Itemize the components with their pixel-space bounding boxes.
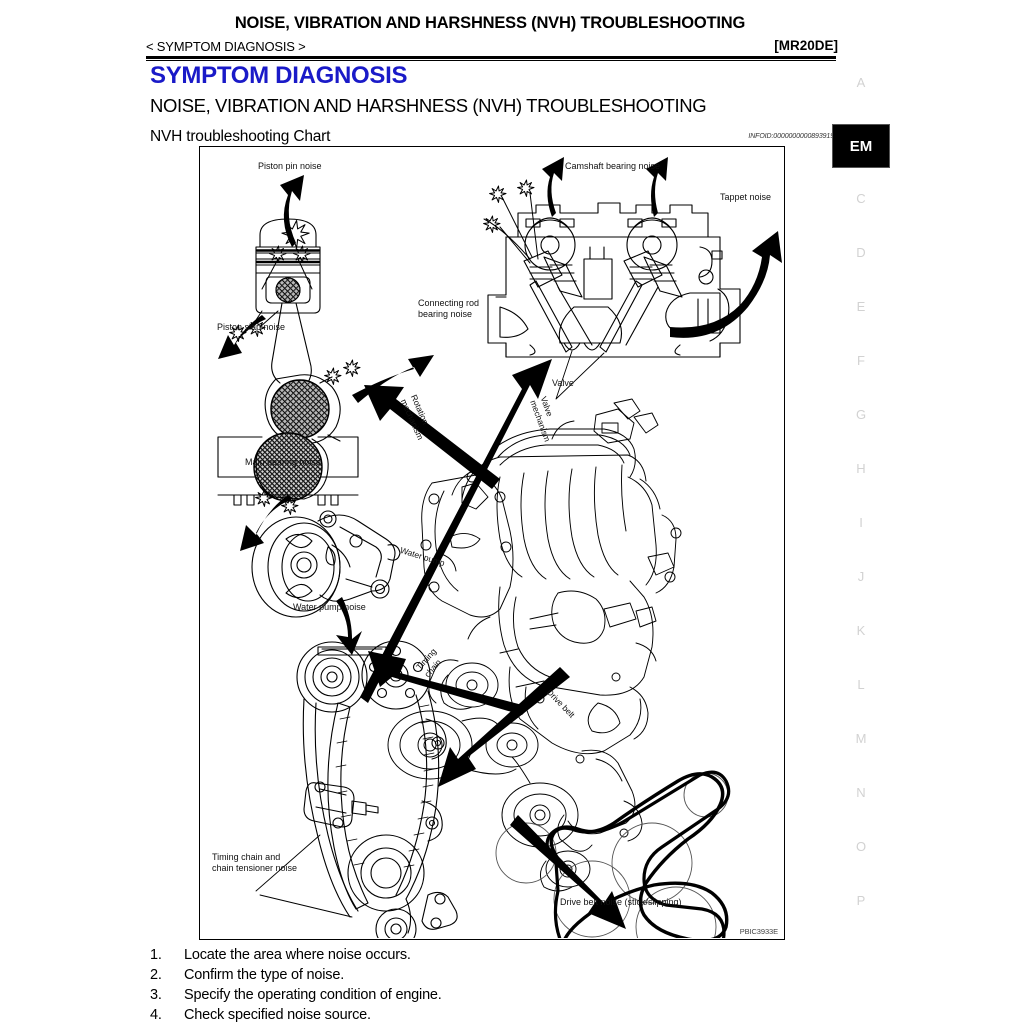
callout-valve: Valve: [552, 378, 574, 388]
procedure-step-list: 1. Locate the area where noise occurs. 2. C…: [150, 945, 750, 1024]
index-tab-label: J: [857, 568, 865, 584]
section-heading: SYMPTOM DIAGNOSIS: [150, 62, 408, 89]
index-tab-f[interactable]: F: [832, 348, 890, 372]
callout-water-pump-noise: Water pump noise: [293, 602, 366, 612]
procedure-step-text: Confirm the type of noise.: [184, 967, 345, 983]
header-rule-thick: [146, 56, 836, 59]
index-tab-label: O: [855, 838, 867, 854]
index-tab-l[interactable]: L: [832, 672, 890, 696]
figure-code-label: PBIC3933E: [739, 927, 778, 936]
index-tab-label: K: [856, 622, 866, 638]
index-tab-p[interactable]: P: [832, 888, 890, 912]
subsection-title: NVH troubleshooting Chart: [150, 128, 331, 145]
index-tab-label: F: [857, 352, 865, 368]
callout-arrows: [218, 157, 782, 929]
procedure-step-number: 1.: [150, 947, 162, 963]
index-tab-k[interactable]: K: [832, 618, 890, 642]
index-tab-c[interactable]: C: [832, 186, 890, 210]
header-rule-thin: [146, 60, 836, 61]
index-tab-a[interactable]: A: [832, 70, 890, 94]
section-index-rail: A EM C D E F G H I J K L M N O P: [832, 70, 896, 930]
index-tab-e[interactable]: E: [832, 294, 890, 318]
procedure-step-text: Locate the area where noise occurs.: [184, 947, 411, 963]
impact-stars-head: [483, 179, 539, 264]
index-tab-n[interactable]: N: [832, 780, 890, 804]
index-tab-label: I: [859, 514, 863, 530]
index-tab-label: E: [856, 298, 866, 314]
figure-artwork: [217, 157, 782, 938]
index-tab-label: C: [856, 190, 866, 206]
index-tab-label: H: [856, 460, 866, 476]
callout-piston-pin-noise: Piston pin noise: [258, 161, 322, 171]
index-tab-j[interactable]: J: [832, 564, 890, 588]
procedure-step: 3. Specify the operating condition of eng…: [150, 985, 750, 1005]
procedure-step: 1. Locate the area where noise occurs.: [150, 945, 750, 965]
piston-assembly-drawing: [217, 218, 359, 506]
page-title: NOISE, VIBRATION AND HARSHNESS (NVH) TRO…: [150, 95, 707, 116]
valve-leader-lines: [555, 350, 605, 400]
index-tab-d[interactable]: D: [832, 240, 890, 264]
callout-tappet-noise: Tappet noise: [720, 192, 772, 202]
index-tab-h[interactable]: H: [832, 456, 890, 480]
procedure-step-text: Check specified noise source.: [184, 1007, 371, 1023]
index-tab-label: EM: [849, 137, 873, 155]
callout-camshaft-bearing-noise: Camshaft bearing noise: [565, 161, 661, 171]
drive-belt-routing-drawing: [495, 770, 731, 938]
index-tab-label: D: [856, 244, 866, 260]
index-tab-label: N: [856, 784, 866, 800]
page-running-header: NOISE, VIBRATION AND HARSHNESS (NVH) TRO…: [234, 14, 746, 32]
nvh-troubleshooting-figure: Piston pin noise Piston slap noise Conne…: [199, 146, 785, 940]
engine-assembly-drawing: [387, 398, 682, 892]
procedure-step: 2. Confirm the type of noise.: [150, 965, 750, 985]
procedure-step-number: 2.: [150, 967, 162, 983]
procedure-step-number: 3.: [150, 987, 162, 1003]
callout-timing-chain-tensioner-noise: Timing chain and chain tensioner noise: [212, 852, 298, 873]
index-tab-label: L: [857, 676, 865, 692]
index-tab-em[interactable]: EM: [832, 124, 890, 168]
timing-chain-drawing: [296, 640, 458, 938]
index-tab-g[interactable]: G: [832, 402, 890, 426]
procedure-step-number: 4.: [150, 1007, 162, 1023]
index-tab-label: G: [855, 406, 867, 422]
callout-drive-belt-noise: Drive belt noise (stick/slipping): [560, 897, 682, 907]
header-engine-code: [MR20DE]: [774, 38, 838, 53]
procedure-step-text: Specify the operating condition of engin…: [184, 987, 442, 1003]
callout-piston-slap-noise: Piston slap noise: [217, 322, 286, 332]
index-tab-m[interactable]: M: [832, 726, 890, 750]
index-tab-i[interactable]: I: [832, 510, 890, 534]
infoid-label: INFOID:0000000000893919: [748, 133, 834, 140]
index-tab-label: P: [856, 892, 866, 908]
header-section-label: < SYMPTOM DIAGNOSIS >: [146, 39, 306, 54]
index-tab-o[interactable]: O: [832, 834, 890, 858]
callout-main-bearing-noise: Main bearing noise: [245, 457, 322, 467]
procedure-step: 4. Check specified noise source.: [150, 1005, 750, 1024]
callout-connecting-rod-bearing-noise: Connecting rod bearing noise: [418, 298, 480, 319]
cylinder-head-drawing: [487, 202, 741, 358]
index-tab-label: M: [855, 730, 867, 746]
index-tab-label: A: [856, 74, 866, 90]
